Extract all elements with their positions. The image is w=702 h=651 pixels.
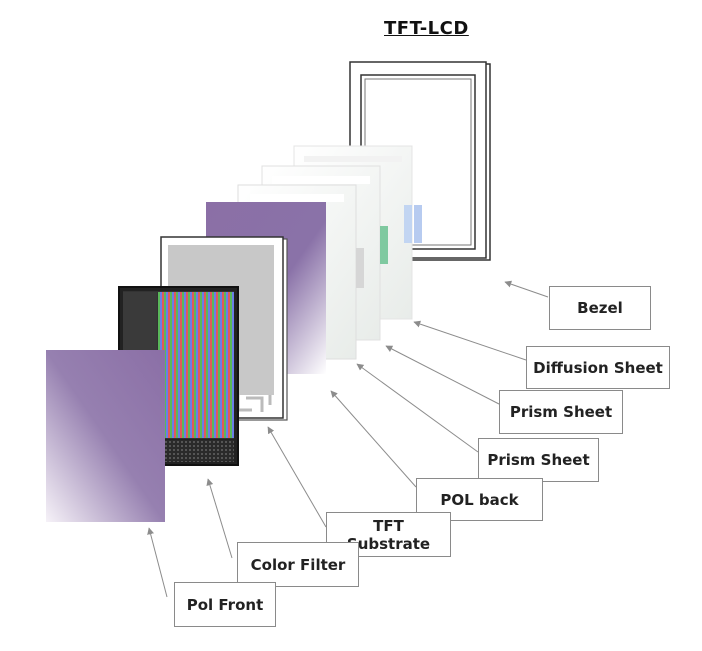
label-bezel: Bezel bbox=[549, 286, 651, 330]
label-prism-sheet-1: Prism Sheet bbox=[499, 390, 623, 434]
label-diffusion-sheet: Diffusion Sheet bbox=[526, 346, 670, 389]
label-pol-back: POL back bbox=[416, 478, 543, 521]
diagram-title: TFT-LCD bbox=[384, 18, 469, 39]
leader-arrows bbox=[147, 280, 549, 598]
prism-2-leader bbox=[356, 363, 479, 453]
pol-back-leader bbox=[330, 390, 417, 488]
diffusion-leader bbox=[413, 320, 527, 361]
pol-front-layer bbox=[46, 350, 165, 522]
color-filter-leader bbox=[206, 478, 233, 559]
label-pol-front: Pol Front bbox=[174, 582, 276, 627]
pol-front-leader bbox=[147, 527, 168, 598]
bezel-leader bbox=[504, 280, 549, 298]
label-prism-sheet-2: Prism Sheet bbox=[478, 438, 599, 482]
label-color-filter: Color Filter bbox=[237, 542, 359, 587]
prism-1-leader bbox=[385, 345, 500, 405]
tft-leader bbox=[267, 426, 327, 528]
